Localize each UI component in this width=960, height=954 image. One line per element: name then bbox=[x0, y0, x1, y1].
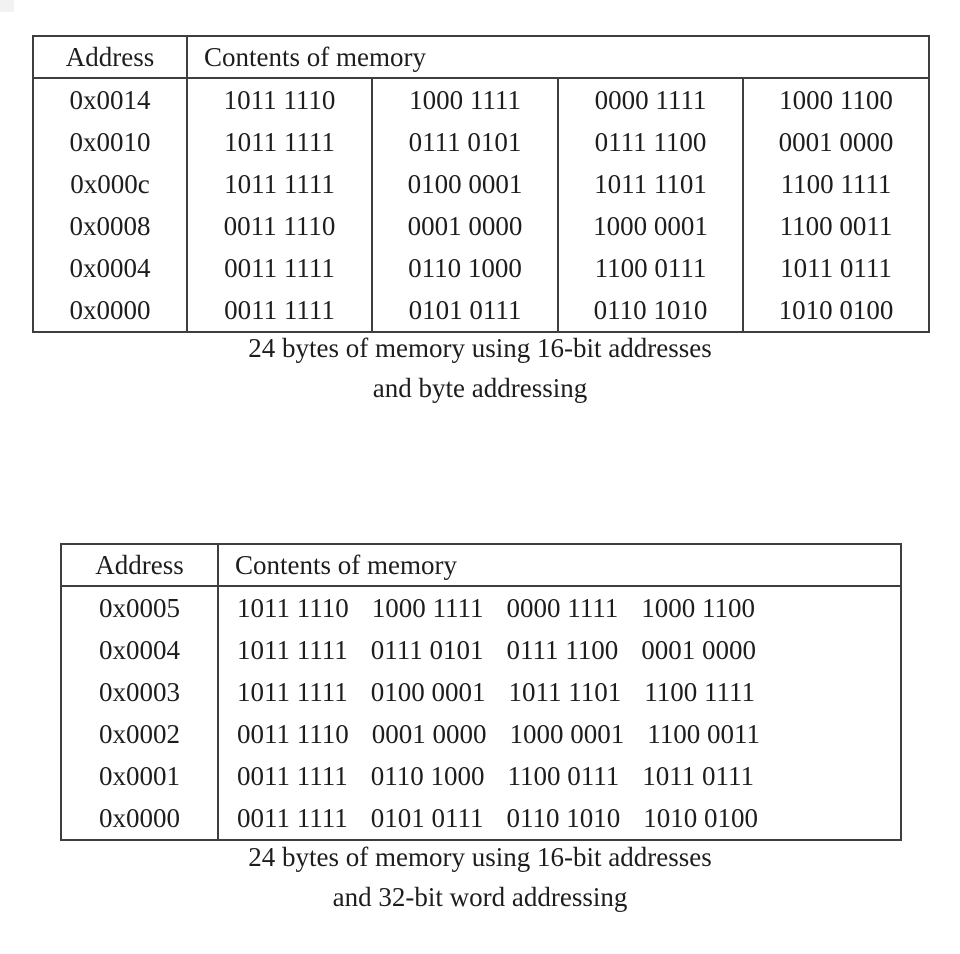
word-addressing-caption: 24 bytes of memory using 16-bit addresse… bbox=[0, 837, 960, 917]
caption-line: and 32-bit word addressing bbox=[332, 882, 628, 912]
byte-group: 1000 1111 bbox=[371, 592, 484, 623]
byte-cell: 0011 1110 bbox=[186, 205, 372, 247]
byte-group: 1100 1111 bbox=[644, 676, 755, 707]
contents-cell: 1011 1110 1000 1111 0000 1111 1000 1100 bbox=[217, 586, 901, 629]
table-row: 0x0004 0011 1111 0110 1000 1100 0111 101… bbox=[33, 247, 930, 289]
byte-cell: 0001 0000 bbox=[371, 205, 558, 247]
caption-line: 24 bytes of memory using 16-bit addresse… bbox=[248, 842, 712, 872]
byte-group: 0110 1010 bbox=[506, 802, 621, 833]
table-row: 0x0014 1011 1110 1000 1111 0000 1111 100… bbox=[33, 78, 930, 121]
byte-group: 1010 0100 bbox=[643, 802, 758, 833]
address-cell: 0x0005 bbox=[99, 592, 180, 623]
byte-group: 0110 1000 bbox=[370, 760, 485, 791]
caption-line: and byte addressing bbox=[372, 373, 588, 403]
address-cell: 0x000c bbox=[70, 168, 150, 199]
byte-group: 1000 1100 bbox=[641, 592, 755, 623]
table-row: 0x0002 0011 1110 0001 0000 1000 0001 110… bbox=[61, 713, 901, 755]
table-row: 0x0003 1011 1111 0100 0001 1011 1101 110… bbox=[61, 671, 901, 713]
byte-group: 0001 0000 bbox=[641, 634, 756, 665]
contents-column-header: Contents of memory bbox=[185, 36, 930, 79]
table-row: 0x0010 1011 1111 0111 0101 0111 1100 000… bbox=[33, 121, 930, 163]
address-cell: 0x0003 bbox=[99, 676, 180, 707]
byte-group: 0001 0000 bbox=[371, 718, 487, 749]
address-cell: 0x0014 bbox=[69, 84, 151, 115]
corner-artifact bbox=[0, 0, 14, 12]
contents-cell: 1011 1111 0100 0001 1011 1101 1100 1111 bbox=[217, 671, 901, 713]
byte-cell: 1000 1100 bbox=[741, 78, 930, 121]
byte-cell: 1011 1111 bbox=[186, 163, 372, 205]
byte-group: 0000 1111 bbox=[506, 592, 619, 623]
byte-cell: 0111 1100 bbox=[557, 121, 743, 163]
contents-cell: 0011 1111 0101 0111 0110 1010 1010 0100 bbox=[217, 797, 901, 840]
byte-group: 0111 0101 bbox=[370, 634, 484, 665]
byte-addressing-caption: 24 bytes of memory using 16-bit addresse… bbox=[0, 328, 960, 408]
bytes-row: 0011 1111 0110 1000 1100 0111 1011 0111 bbox=[237, 761, 899, 792]
table-row: 0x0000 0011 1111 0101 0111 0110 1010 101… bbox=[33, 289, 930, 332]
byte-cell: 1100 0011 bbox=[741, 205, 930, 247]
bytes-row: 1011 1111 0111 0101 0111 1100 0001 0000 bbox=[237, 635, 899, 666]
byte-cell: 0011 1111 bbox=[186, 247, 372, 289]
address-cell: 0x0002 bbox=[99, 718, 180, 749]
byte-cell: 0001 0000 bbox=[741, 121, 930, 163]
byte-cell: 0101 0111 bbox=[371, 289, 558, 332]
contents-cell: 0011 1110 0001 0000 1000 0001 1100 0011 bbox=[217, 713, 901, 755]
byte-group: 0011 1111 bbox=[237, 760, 348, 791]
byte-addressing-table: Address Contents of memory 0x0014 1011 1… bbox=[32, 35, 931, 333]
byte-cell: 1011 1111 bbox=[186, 121, 372, 163]
byte-group: 0011 1111 bbox=[237, 802, 348, 833]
byte-cell: 1000 0001 bbox=[557, 205, 743, 247]
byte-cell: 1010 0100 bbox=[741, 289, 930, 332]
address-cell: 0x0010 bbox=[69, 126, 151, 157]
byte-group: 1100 0011 bbox=[647, 718, 760, 749]
byte-group: 0111 1100 bbox=[506, 634, 619, 665]
table-row: 0x0000 0011 1111 0101 0111 0110 1010 101… bbox=[61, 797, 901, 840]
byte-cell: 0011 1111 bbox=[186, 289, 372, 332]
address-cell: 0x0004 bbox=[69, 252, 151, 283]
byte-group: 1011 1111 bbox=[237, 676, 348, 707]
table-row: 0x0008 0011 1110 0001 0000 1000 0001 110… bbox=[33, 205, 930, 247]
byte-group: 1100 0111 bbox=[507, 760, 620, 791]
table-header-row: Address Contents of memory bbox=[33, 36, 930, 79]
byte-group: 0101 0111 bbox=[370, 802, 484, 833]
byte-group: 0011 1110 bbox=[237, 718, 349, 749]
byte-cell: 0110 1000 bbox=[371, 247, 558, 289]
byte-cell: 1011 1101 bbox=[557, 163, 743, 205]
address-column-header: Address bbox=[61, 544, 218, 587]
byte-cell: 1100 1111 bbox=[741, 163, 930, 205]
address-cell: 0x0004 bbox=[99, 634, 180, 665]
byte-group: 1011 1101 bbox=[508, 676, 622, 707]
byte-cell: 0100 0001 bbox=[371, 163, 558, 205]
byte-group: 1011 0111 bbox=[642, 760, 754, 791]
byte-cell: 1100 0111 bbox=[557, 247, 743, 289]
bytes-row: 1011 1111 0100 0001 1011 1101 1100 1111 bbox=[237, 677, 899, 708]
table-row: 0x0005 1011 1110 1000 1111 0000 1111 100… bbox=[61, 586, 901, 629]
byte-cell: 1011 0111 bbox=[741, 247, 930, 289]
address-cell: 0x0000 bbox=[69, 294, 151, 325]
table-row: 0x0001 0011 1111 0110 1000 1100 0111 101… bbox=[61, 755, 901, 797]
caption-line: 24 bytes of memory using 16-bit addresse… bbox=[248, 333, 712, 363]
byte-cell: 0000 1111 bbox=[557, 78, 743, 121]
byte-group: 1011 1110 bbox=[237, 592, 349, 623]
bytes-row: 0011 1111 0101 0111 0110 1010 1010 0100 bbox=[237, 803, 899, 834]
table-row: 0x000c 1011 1111 0100 0001 1011 1101 110… bbox=[33, 163, 930, 205]
contents-column-header: Contents of memory bbox=[217, 544, 901, 587]
address-cell: 0x0000 bbox=[99, 802, 180, 833]
table-row: 0x0004 1011 1111 0111 0101 0111 1100 000… bbox=[61, 629, 901, 671]
byte-cell: 1000 1111 bbox=[371, 78, 558, 121]
address-cell: 0x0001 bbox=[99, 760, 180, 791]
address-cell: 0x0008 bbox=[69, 210, 151, 241]
contents-cell: 0011 1111 0110 1000 1100 0111 1011 0111 bbox=[217, 755, 901, 797]
byte-group: 1011 1111 bbox=[237, 634, 348, 665]
word-addressing-table: Address Contents of memory 0x0005 1011 1… bbox=[60, 543, 902, 841]
byte-group: 0100 0001 bbox=[370, 676, 486, 707]
byte-group: 1000 0001 bbox=[509, 718, 625, 749]
contents-cell: 1011 1111 0111 0101 0111 1100 0001 0000 bbox=[217, 629, 901, 671]
table-header-row: Address Contents of memory bbox=[61, 544, 901, 587]
byte-cell: 0111 0101 bbox=[371, 121, 558, 163]
byte-cell: 0110 1010 bbox=[557, 289, 743, 332]
byte-cell: 1011 1110 bbox=[186, 78, 372, 121]
bytes-row: 0011 1110 0001 0000 1000 0001 1100 0011 bbox=[237, 719, 899, 750]
bytes-row: 1011 1110 1000 1111 0000 1111 1000 1100 bbox=[237, 593, 899, 624]
address-column-header: Address bbox=[33, 36, 187, 79]
